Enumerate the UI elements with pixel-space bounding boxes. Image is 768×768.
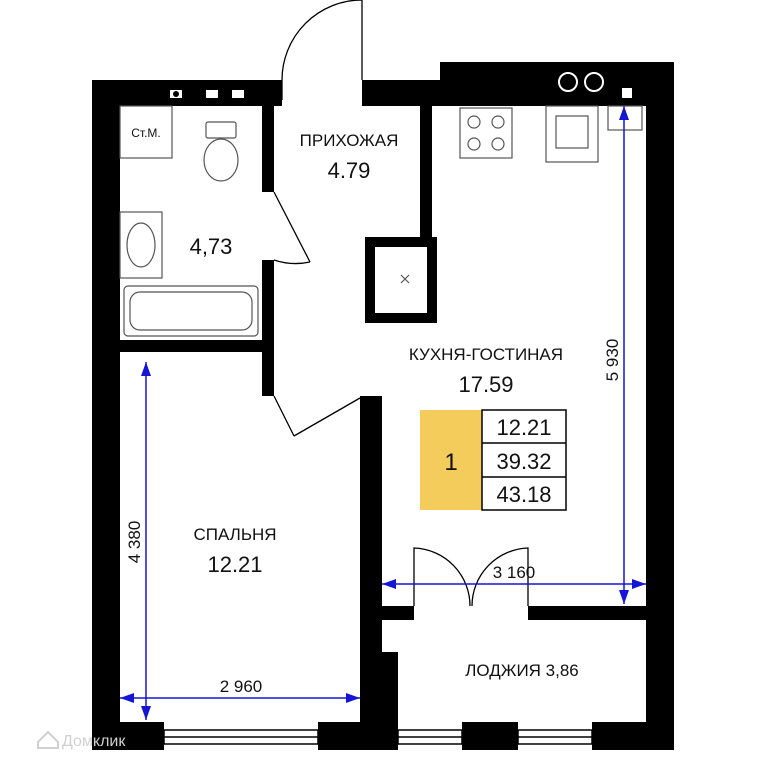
kitchen-height-dim: 5 930 xyxy=(603,339,622,382)
rooms-count-cell xyxy=(420,410,482,510)
area-summary-badge: 1 12.21 39.32 43.18 xyxy=(420,409,567,511)
house-icon xyxy=(37,730,59,749)
area-with-loggia-value: 43.18 xyxy=(496,482,551,507)
kitchen-living-name: КУХНЯ-ГОСТИНАЯ xyxy=(409,345,563,364)
bottom-windows xyxy=(163,729,593,745)
kitchen-width-dim: 3 160 xyxy=(493,563,536,582)
bedroom-height-dim: 4 380 xyxy=(125,521,144,564)
washer-box xyxy=(119,105,173,159)
watermark-text: Домклик xyxy=(62,733,126,750)
hallway-area: 4.79 xyxy=(328,158,371,183)
living-area-value: 12.21 xyxy=(496,415,551,440)
doors xyxy=(273,0,529,607)
bedroom-area: 12.21 xyxy=(207,552,262,577)
bedroom-width-dim: 2 960 xyxy=(220,677,263,696)
bedroom-name: СПАЛЬНЯ xyxy=(193,525,276,544)
kitchen-living-area: 17.59 xyxy=(458,372,513,397)
total-area-value: 39.32 xyxy=(496,449,551,474)
domclick-watermark: Домклик xyxy=(37,730,126,750)
bathroom-area: 4,73 xyxy=(190,234,233,259)
dimension-lines xyxy=(120,106,646,720)
wall-vent-dot xyxy=(173,91,179,97)
walls xyxy=(92,62,674,750)
rooms-count: 1 xyxy=(444,449,457,476)
loggia-name: ЛОДЖИЯ 3,86 xyxy=(465,661,579,680)
washer-label: Ст.М. xyxy=(131,126,161,140)
kitchen-fixtures xyxy=(459,72,643,163)
bathroom-fixtures xyxy=(119,105,410,337)
hallway-name: ПРИХОЖАЯ xyxy=(300,131,399,150)
